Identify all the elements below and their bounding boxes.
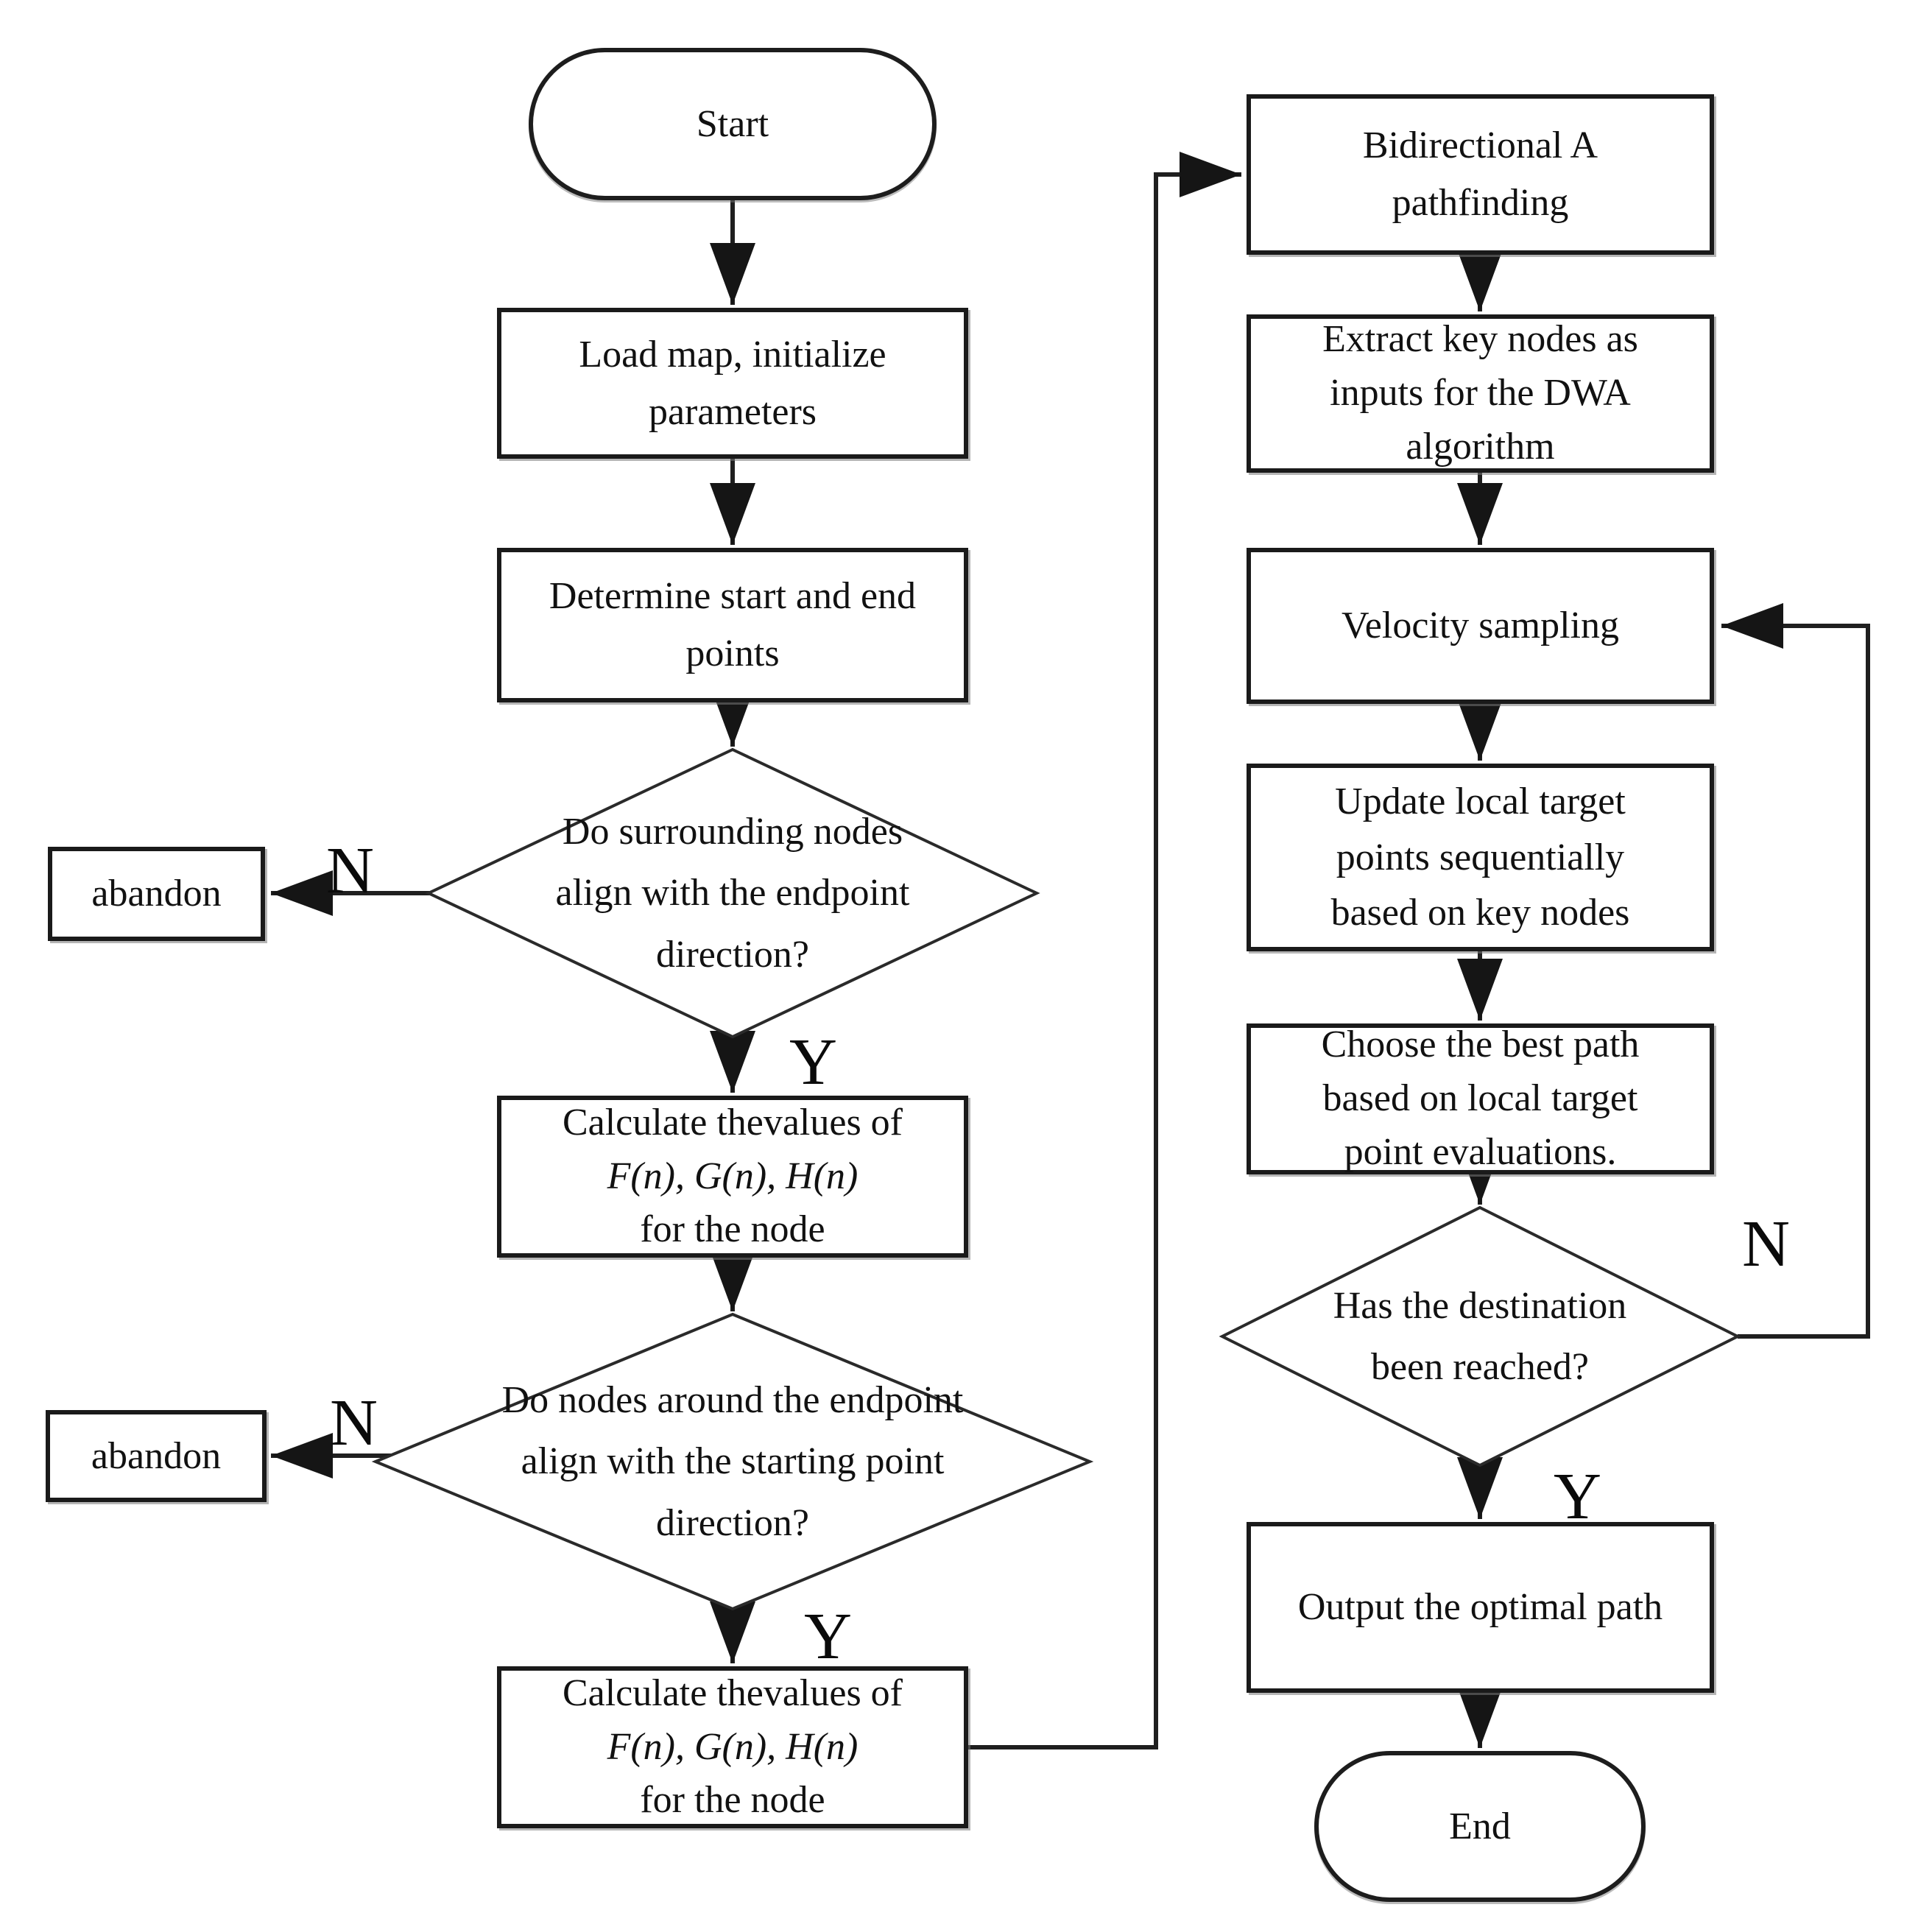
decision2-line1: Do nodes around the endpoint <box>501 1379 964 1422</box>
start-label: Start <box>696 102 769 145</box>
branch-label-d2-no: N <box>330 1386 378 1459</box>
decision-destination-reached-text: Has the destination been reached? <box>1288 1270 1671 1403</box>
update-line3: based on key nodes <box>1330 892 1630 934</box>
connector-diamond3-velocity-loop <box>1721 603 1870 1339</box>
bidirectional-a-step: Bidirectional A pathfinding <box>1247 94 1714 255</box>
extract-line3: algorithm <box>1406 425 1555 468</box>
abandon-step-1: abandon <box>48 847 265 941</box>
decision2-line2: align with the starting point <box>521 1440 945 1483</box>
abandon2-label: abandon <box>91 1434 222 1477</box>
end-label: End <box>1449 1805 1511 1847</box>
calc2-formula-line: F(n), G(n), H(n) <box>607 1725 859 1768</box>
determine-line2: points <box>685 632 780 674</box>
load-map-step: Load map, initialize parameters <box>497 308 968 459</box>
update-line2: points sequentially <box>1336 836 1625 878</box>
decision1-line3: direction? <box>656 933 809 976</box>
decision3-line2: been reached? <box>1371 1346 1589 1388</box>
load-map-line2: parameters <box>648 390 817 433</box>
branch-label-d1-no: N <box>326 834 374 907</box>
branch-label-d2-yes: Y <box>804 1600 852 1673</box>
branch-label-d1-yes: Y <box>789 1026 837 1099</box>
extract-line2: inputs for the DWA <box>1330 372 1631 415</box>
choose-line3: point evaluations. <box>1344 1130 1617 1173</box>
velocity-label: Velocity sampling <box>1342 605 1619 646</box>
determine-line1: Determine start and end <box>549 575 917 617</box>
load-map-line1: Load map, initialize <box>579 333 886 376</box>
calc1-line3: for the node <box>640 1208 825 1251</box>
connector-calc2-bidirectional <box>968 152 1241 1749</box>
calc2-line3: for the node <box>640 1779 825 1822</box>
decision-surrounding-nodes-shape <box>425 747 1040 1039</box>
end-terminator: End <box>1314 1751 1646 1902</box>
decision-destination-reached-shape <box>1219 1205 1741 1467</box>
decision-endpoint-nodes-shape <box>371 1312 1094 1611</box>
branch-label-d3-no: N <box>1742 1208 1790 1280</box>
choose-best-path-step: Choose the best path based on local targ… <box>1247 1023 1714 1174</box>
decision2-line3: direction? <box>656 1501 809 1544</box>
extract-key-nodes-step: Extract key nodes as inputs for the DWA … <box>1247 314 1714 473</box>
decision-surrounding-nodes-text: Do surrounding nodes align with the endp… <box>456 783 1009 1004</box>
start-terminator: Start <box>529 48 937 200</box>
branch-label-d3-yes: Y <box>1554 1460 1601 1533</box>
update-line1: Update local target <box>1335 780 1626 823</box>
update-local-targets-step: Update local target points sequentially … <box>1247 764 1714 951</box>
decision-endpoint-nodes-text: Do nodes around the endpoint align with … <box>438 1355 1027 1568</box>
abandon-step-2: abandon <box>46 1410 267 1502</box>
output-label: Output the optimal path <box>1297 1586 1663 1628</box>
calc-values-start-step: Calculate thevalues of F(n), G(n), H(n) … <box>497 1096 968 1258</box>
bidirectional-line2: pathfinding <box>1392 182 1569 224</box>
calc1-line1: Calculate thevalues of <box>562 1101 903 1144</box>
calc-values-end-step: Calculate thevalues of F(n), G(n), H(n) … <box>497 1666 968 1828</box>
calc2-line1: Calculate thevalues of <box>562 1671 903 1714</box>
decision3-line1: Has the destination <box>1333 1284 1627 1327</box>
abandon1-label: abandon <box>91 873 222 915</box>
velocity-sampling-step: Velocity sampling <box>1247 548 1714 704</box>
bidirectional-line1: Bidirectional A <box>1362 124 1598 166</box>
decision1-line1: Do surrounding nodes <box>562 811 903 853</box>
decision1-line2: align with the endpoint <box>555 872 910 915</box>
choose-line1: Choose the best path <box>1321 1023 1640 1066</box>
calc1-formula-line: F(n), G(n), H(n) <box>607 1155 859 1197</box>
choose-line2: based on local target <box>1322 1077 1638 1120</box>
output-optimal-path-step: Output the optimal path <box>1247 1522 1714 1693</box>
extract-line1: Extract key nodes as <box>1322 318 1638 361</box>
determine-points-step: Determine start and end points <box>497 548 968 702</box>
